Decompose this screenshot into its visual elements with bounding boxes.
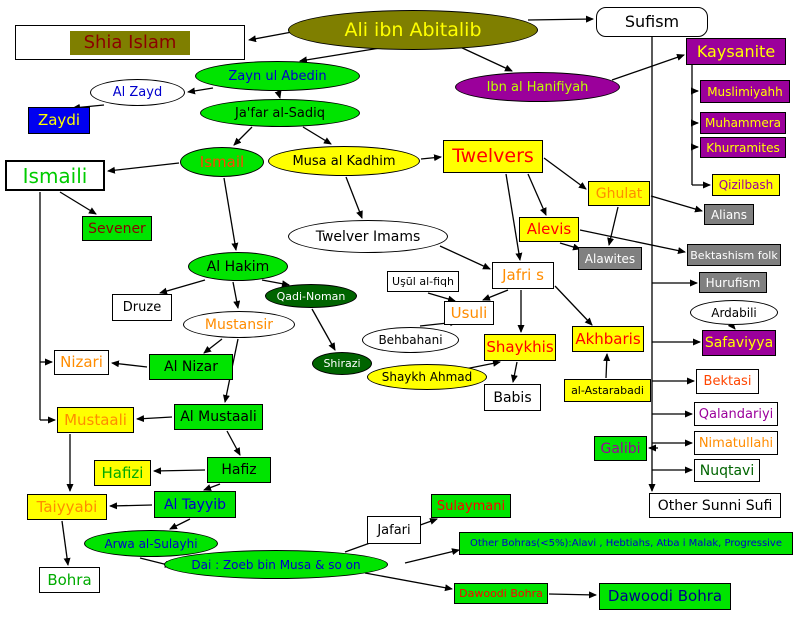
node-druze: Druze xyxy=(112,294,172,321)
node-al-mustaali: Al Mustaali xyxy=(174,404,263,430)
node-arwa-al-sulayhi: Arwa al-Sulayhi xyxy=(84,530,218,557)
node-babis: Babis xyxy=(484,384,541,411)
node-qizilbash: Qizilbash xyxy=(712,174,780,196)
node-jafar-al-sadiq: Ja'far al-Sadiq xyxy=(200,99,360,127)
node-taiyyabi: Taiyyabi xyxy=(27,494,107,520)
node-bektashism-folk: Bektashism folk xyxy=(687,244,781,266)
node-shaykhis: Shaykhis xyxy=(484,334,556,361)
node-nuqtavi: Nuqtavi xyxy=(694,459,760,482)
node-zayn-ul-abedin: Zayn ul Abedin xyxy=(195,61,360,91)
node-alawites: Alawites xyxy=(578,247,642,270)
node-usul-al-fiqh: Uşūl al-fiqh xyxy=(387,271,459,292)
node-shia-islam: Shia Islam xyxy=(69,30,191,55)
node-behbahani: Behbahani xyxy=(362,327,459,353)
node-mustaali: Mustaali xyxy=(57,407,134,433)
node-ibn-al-hanifiyah: Ibn al Hanifiyah xyxy=(455,72,620,102)
node-sulaymani: Sulaymani xyxy=(431,494,511,518)
node-muhammera: Muhammera xyxy=(700,112,786,134)
node-akhbaris: Akhbaris xyxy=(572,326,644,352)
node-bohra: Bohra xyxy=(39,567,100,593)
node-ghulat: Ghulat xyxy=(588,181,650,206)
node-zaydi: Zaydi xyxy=(28,107,90,134)
node-al-nizar: Al Nizar xyxy=(149,354,233,380)
node-muslimiyahh: Muslimiyahh xyxy=(700,80,790,103)
node-safaviyya: Safaviyya xyxy=(702,330,776,356)
node-al-astarabadi: al-Astarabadi xyxy=(564,379,651,402)
node-alevis: Alevis xyxy=(519,217,579,242)
node-shaykh-ahmad: Shaykh Ahmad xyxy=(367,364,487,390)
node-dai-zoeb: Dai : Zoeb bin Musa & so on xyxy=(164,550,388,579)
node-al-hakim: Al Hakim xyxy=(188,252,288,281)
node-hurufism: Hurufism xyxy=(699,272,767,293)
node-galibi: Galibi xyxy=(594,436,647,461)
node-sevener: Sevener xyxy=(82,216,152,241)
node-ismail: Ismail xyxy=(180,147,264,177)
node-al-zayd: Al Zayd xyxy=(90,79,185,106)
node-hafizi: Hafizi xyxy=(94,460,151,486)
node-qalandariyi: Qalandariyi xyxy=(694,402,778,426)
node-nimatullahi: Nimatullahi xyxy=(694,431,778,455)
node-al-tayyib: Al Tayyib xyxy=(154,491,236,518)
node-other-bohras: Other Bohras(<5%):Alavi , Hebtiahs, Atba… xyxy=(459,532,793,555)
node-ali-ibn-abitalib: Ali ibn Abitalib xyxy=(288,10,538,50)
node-twelver-imams: Twelver Imams xyxy=(288,220,448,253)
node-twelvers: Twelvers xyxy=(443,140,543,173)
node-ardabili: Ardabili xyxy=(690,300,778,325)
node-hafiz: Hafiz xyxy=(207,457,271,483)
node-bektasi: Bektasi xyxy=(696,369,759,394)
node-musa-al-kadhim: Musa al Kadhim xyxy=(268,146,420,176)
node-ismaili: Ismaili xyxy=(5,160,105,191)
node-mustansir: Mustansir xyxy=(183,311,295,338)
node-alians: Alians xyxy=(704,204,754,225)
node-usuli: Usuli xyxy=(444,301,494,325)
node-qadi-noman: Qadi-Noman xyxy=(265,284,357,308)
node-dawoodi-bohra-small: Dawoodi Bohra xyxy=(454,583,548,604)
node-jafri-s: Jafri s xyxy=(492,262,554,289)
node-sufism: Sufism xyxy=(596,7,708,37)
node-jafari: Jafari xyxy=(367,516,421,544)
node-kaysanite: Kaysanite xyxy=(686,38,786,65)
node-other-sunni-sufi: Other Sunni Sufi xyxy=(649,493,781,518)
node-nizari: Nizari xyxy=(54,350,109,375)
shia-islam-frame: Shia Islam xyxy=(15,25,245,60)
node-dawoodi-bohra: Dawoodi Bohra xyxy=(599,583,731,610)
node-shirazi: Shirazi xyxy=(312,352,372,375)
node-khurramites: Khurramites xyxy=(700,137,786,158)
